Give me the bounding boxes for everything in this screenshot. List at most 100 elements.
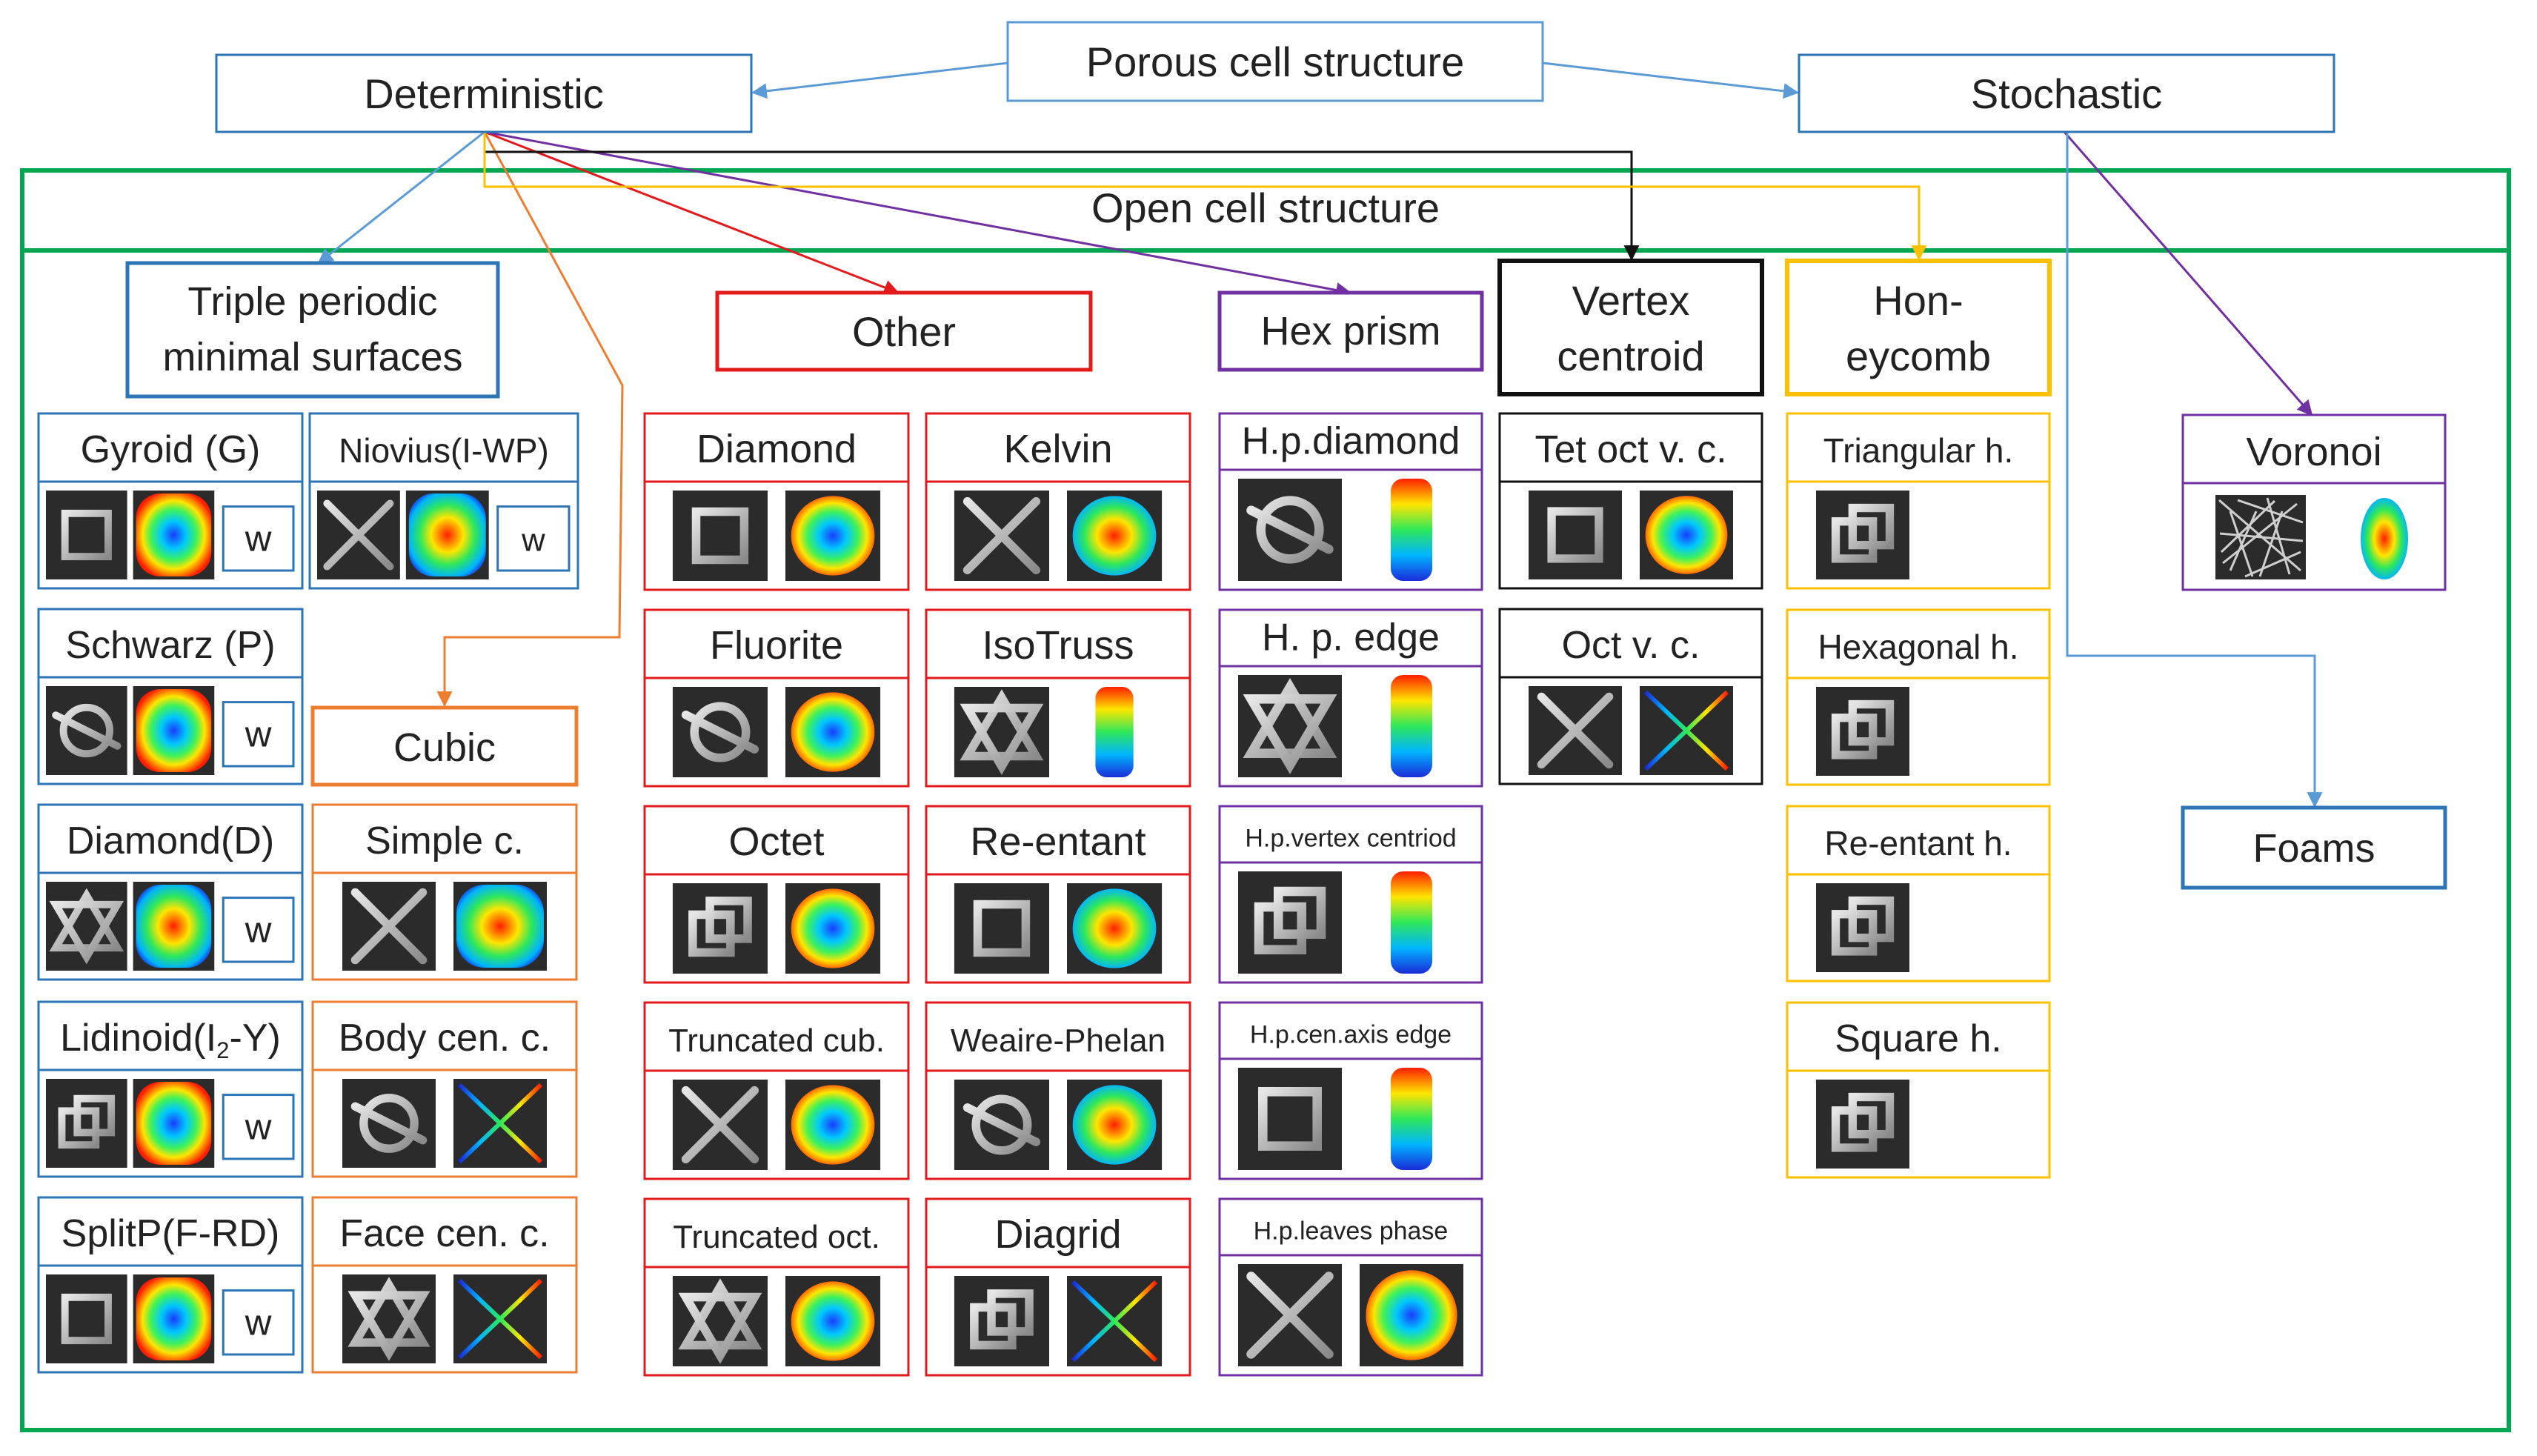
lattice-struts: [350, 888, 428, 965]
voronoi-cell: Voronoi: [2181, 413, 2447, 591]
wall-thickness-badge: [496, 505, 571, 572]
honeycomb-title-line2: eycomb: [1846, 333, 1991, 379]
stress-map-thumbnail: [1072, 496, 1157, 576]
lattice-struts: [1246, 1075, 1334, 1163]
foams-box: [2181, 805, 2447, 890]
lattice-struts: [678, 1278, 762, 1364]
lattice-thumbnail: [46, 1079, 127, 1168]
other-cell-2-label: Fluorite: [710, 623, 843, 668]
stress-map-thumbnail: [1643, 690, 1729, 771]
hexprism-cell-3: H.p.cen.axis edge: [1218, 1001, 1483, 1180]
hexprism-title: Hex prism: [1260, 309, 1440, 353]
stress-map-thumbnail: [1391, 675, 1432, 777]
lattice-struts: [49, 888, 124, 965]
honeycomb-cell-2-label: Re-entant h.: [1824, 824, 2012, 862]
stress-map-thumbnail: [1645, 496, 1728, 574]
lattice-struts: [350, 1094, 428, 1153]
wall-thickness-badge: [222, 1094, 295, 1160]
wall-thickness-label: w: [245, 519, 272, 559]
stress-map-thumbnail: [1072, 888, 1157, 968]
stress-map-thumbnail: [136, 885, 212, 968]
lattice-struts: [962, 889, 1041, 968]
lattice-struts: [1254, 886, 1326, 955]
other-cell-7: Weaire-Phelan: [925, 1001, 1191, 1180]
tpms-cell-2: Schwarz (P)w: [37, 608, 304, 785]
stress-map-thumbnail: [1366, 1270, 1457, 1360]
stress-map-thumbnail: [136, 493, 212, 576]
lattice-struts: [1537, 692, 1614, 769]
lattice-struts: [1537, 496, 1614, 574]
other-cell-6: Truncated cub.: [643, 1001, 910, 1180]
vertex-cell-1: Oct v. c.: [1498, 608, 1763, 785]
lattice-struts: [681, 702, 759, 762]
stress-map-thumbnail: [136, 689, 212, 772]
wall-thickness-badge: [222, 701, 295, 768]
cubic-header-box: [310, 705, 579, 787]
stress-map-thumbnail: [1391, 479, 1432, 581]
other-header-box: [715, 290, 1093, 372]
other-cell-6-label: Truncated cub.: [668, 1023, 885, 1059]
stress-map-thumbnail: [791, 1281, 875, 1361]
stress-map-thumbnail: [1072, 1085, 1157, 1165]
cubic-title: Cubic: [393, 725, 496, 770]
other-cell-7-label: Weaire-Phelan: [951, 1023, 1166, 1059]
hexprism-cell-2-label: H.p.vertex centriod: [1245, 825, 1456, 853]
hexprism-cell-0-label: H.p.diamond: [1242, 420, 1460, 463]
vertex-cell-0: Tet oct v. c.: [1498, 412, 1763, 590]
lattice-struts: [1243, 678, 1337, 774]
stress-map-thumbnail: [1391, 871, 1432, 974]
voronoi-random-struts: [2218, 497, 2304, 578]
tpms-cell-5: SplitP(F-RD) w: [37, 1196, 304, 1374]
other-cell-9-label: Diagrid: [994, 1212, 1121, 1257]
tpms-title-line1: Triple periodic: [187, 279, 437, 324]
open-cell-label: Open cell structure: [1091, 185, 1440, 231]
tpms-header-box: [125, 261, 500, 399]
other-cell-4-label: Octet: [728, 820, 824, 864]
connector-det-to-honeycomb: [483, 132, 1927, 262]
cubic-cell-1-label: Body cen. c.: [339, 1017, 551, 1060]
other-cell-3-label: IsoTruss: [982, 623, 1134, 668]
lattice-struts: [1831, 896, 1895, 956]
other-cell-3: IsoTruss: [925, 608, 1191, 788]
other-cell-8-label: Truncated oct.: [673, 1219, 880, 1255]
wall-thickness-label: w: [245, 1303, 272, 1343]
other-cell-1: Kelvin: [925, 412, 1191, 591]
hexprism-cell-4-label: H.p.leaves phase: [1254, 1217, 1449, 1246]
honeycomb-title-line1: Hon-: [1873, 277, 1963, 324]
other-cell-5: Re-entant: [925, 805, 1191, 984]
lattice-struts: [681, 1086, 759, 1164]
stress-map-thumbnail: [791, 496, 875, 576]
other-cell-4: Octet: [643, 805, 910, 984]
cubic-cell-2: Face cen. c.: [311, 1196, 578, 1374]
lattice-struts: [681, 496, 759, 575]
wall-thickness-label: w: [245, 1107, 272, 1148]
tpms-cell-5-label: SplitP(F-RD): [61, 1212, 280, 1255]
connectors: [317, 62, 2323, 808]
lattice-struts: [52, 1284, 122, 1354]
honeycomb-cell-0: Triangular h.: [1786, 412, 2051, 590]
lattice-struts: [1246, 1271, 1334, 1359]
wall-thickness-label: w: [245, 714, 272, 755]
voronoi-stress-map-thumbnail: [2361, 498, 2408, 579]
stress-map-thumbnail: [1391, 1068, 1432, 1170]
vertex-cell-0-label: Tet oct v. c.: [1534, 428, 1726, 471]
vertex-title-line2: centroid: [1557, 333, 1704, 379]
connector-det-to-cubic: [436, 131, 624, 708]
stress-map-thumbnail: [1095, 687, 1134, 777]
other-cell-8: Truncated oct.: [643, 1197, 910, 1377]
foams-cell: Foams: [2181, 805, 2447, 890]
other-title: Other: [852, 308, 956, 355]
tpms-cell-0-label: Gyroid (G): [81, 428, 261, 471]
cubic-cell-1: Body cen. c.: [311, 1000, 578, 1178]
stress-map-thumbnail: [1071, 1280, 1158, 1363]
tpms-cell-4-label: Lidinoid(I2-Y): [60, 1017, 281, 1063]
wall-thickness-badge: [222, 1289, 295, 1356]
honeycomb-cell-1-label: Hexagonal h.: [1818, 628, 2018, 666]
voronoi-label: Voronoi: [2246, 430, 2381, 474]
lattice-struts: [962, 496, 1041, 575]
wall-thickness-label: w: [521, 522, 545, 559]
lattice-thumbnail: [1238, 871, 1342, 974]
connector-root-to-deterministic: [751, 62, 1008, 99]
open-cell-outer-frame: [20, 168, 2511, 1432]
